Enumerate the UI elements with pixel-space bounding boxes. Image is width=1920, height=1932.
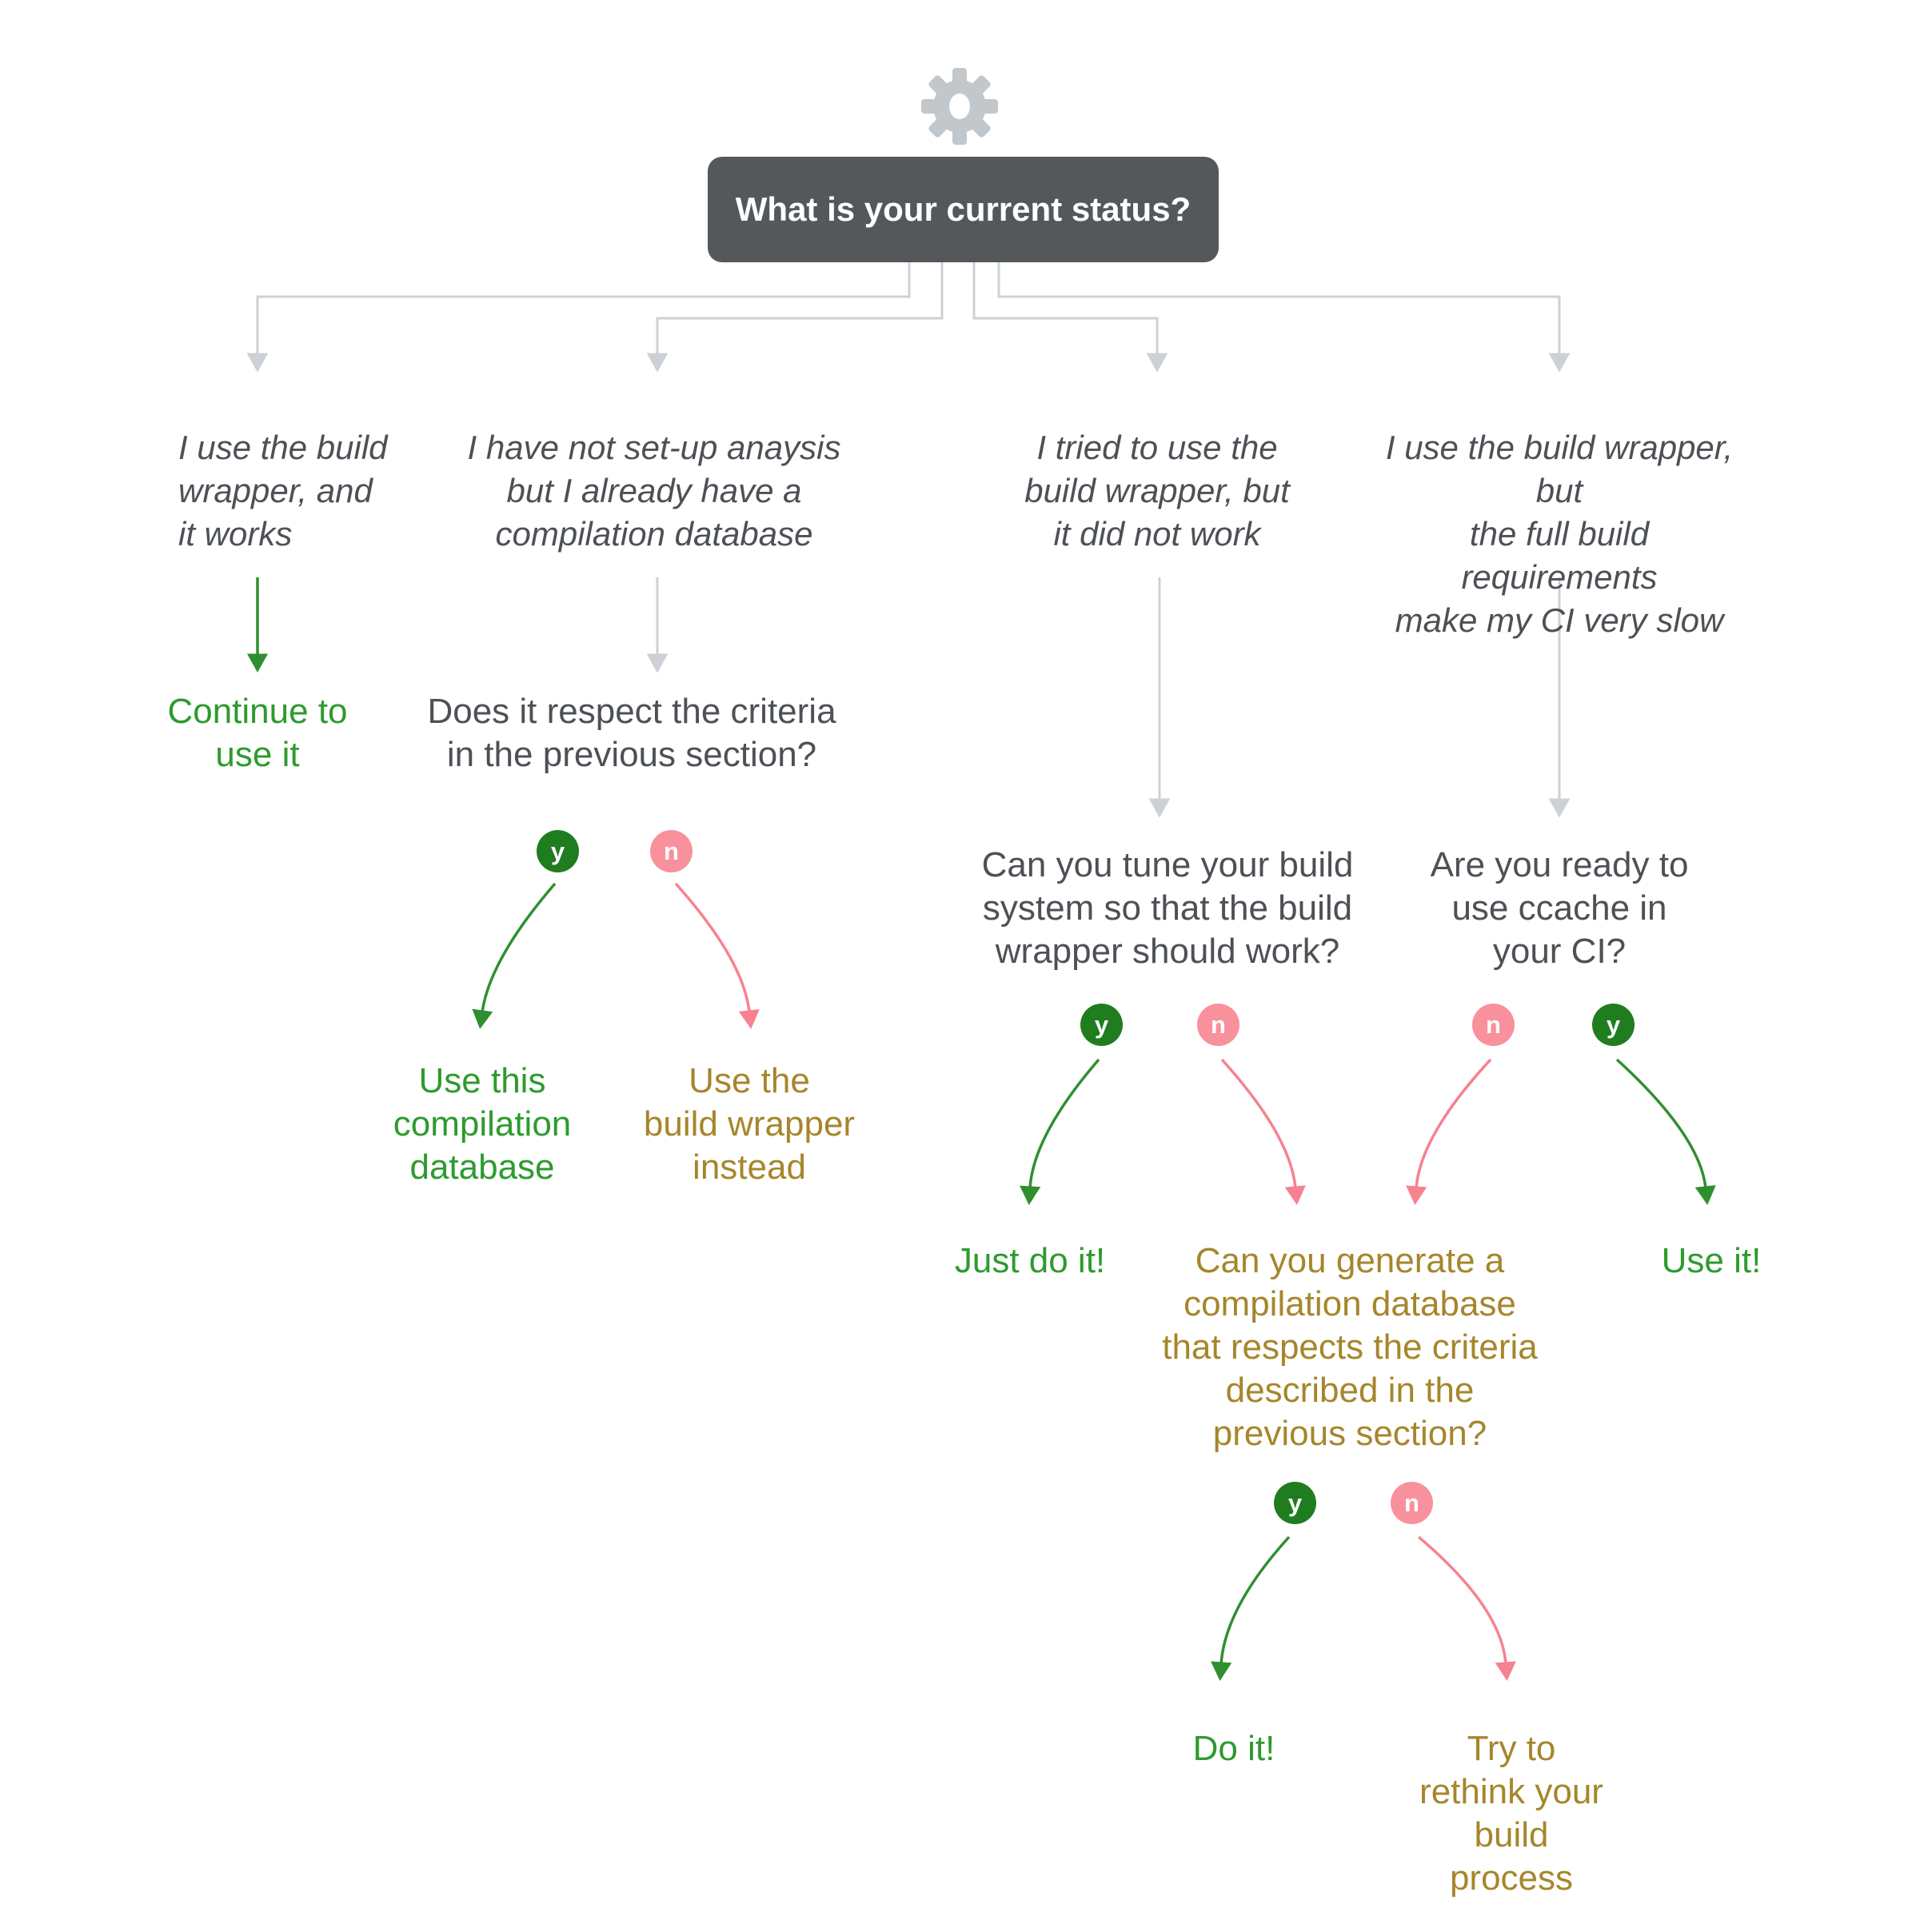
badge-branch3-yes: y [1080,1004,1123,1046]
badge-branch3-no: n [1197,1004,1239,1046]
result-branch2-no: Use the build wrapper instead [643,1061,856,1187]
connector-branch4-status [997,262,1571,373]
arrow-shared-no [1417,1535,1516,1681]
root-question-box: What is your current status? [708,157,1219,262]
arrow-branch2-yes [472,882,557,1029]
connector-branch3-status [972,262,1168,373]
arrow-branch3-no [1220,1058,1306,1205]
badge-branch4-no: n [1472,1004,1515,1046]
result-branch4-yes: Use it! [1661,1241,1762,1280]
badge-shared-yes: y [1274,1482,1316,1524]
result-branch1: Continue to use it [167,692,348,774]
status-branch1: I use the build wrapper, and it works [178,429,388,553]
question-branch2: Does it respect the criteria in the prev… [427,692,836,774]
connector-branch2-status [646,262,944,373]
shared-question: Can you generate a compilation database … [1162,1241,1538,1453]
arrow-shared-yes [1211,1535,1291,1681]
status-branch4: I use the build wrapper, but the full bu… [1385,429,1734,639]
gear-icon [921,68,998,145]
badge-branch2-no: n [650,830,693,872]
root-question-text: What is your current status? [735,190,1192,228]
arrow-branch4-no [1406,1058,1492,1205]
result-branch3-yes: Just do it! [954,1241,1106,1280]
badge-branch2-yes: y [537,830,579,872]
connector-branch1-status [246,262,911,373]
question-branch4: Are you ready to use ccache in your CI? [1430,845,1689,971]
result-shared-yes: Do it! [1192,1729,1275,1768]
status-branch2: I have not set-up anaysis but I already … [467,429,841,553]
question-branch3: Can you tune your build system so that t… [981,845,1354,971]
arrow-branch2-no [674,882,760,1029]
status-branch3: I tried to use the build wrapper, but it… [1024,429,1290,553]
result-shared-no: Try to rethink your build process [1419,1729,1603,1898]
result-branch2-yes: Use this compilation database [393,1061,572,1187]
badge-branch4-yes: y [1592,1004,1635,1046]
badge-shared-no: n [1391,1482,1433,1524]
arrow-branch4-yes [1615,1058,1716,1205]
arrow-branch3-yes [1020,1058,1100,1205]
